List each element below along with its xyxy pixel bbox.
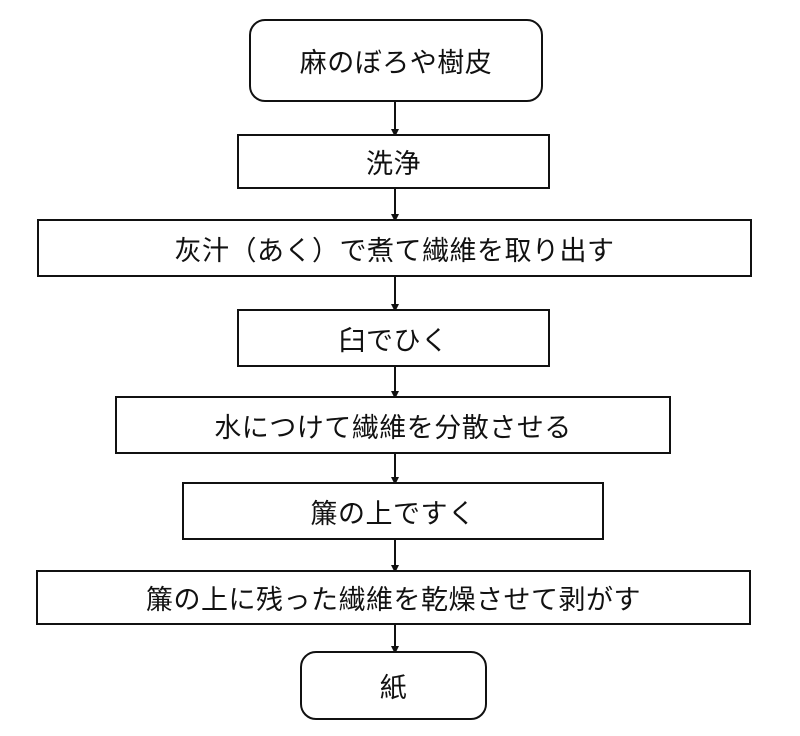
step-label: 水につけて繊維を分散させる (214, 412, 572, 444)
step-grind-in-mortar: 臼でひく (237, 309, 550, 367)
step-wash: 洗浄 (237, 134, 550, 189)
step-scoop-on-screen: 簾の上ですく (182, 482, 604, 540)
step-start-raw-material: 麻のぼろや樹皮 (249, 19, 543, 102)
step-label: 簾の上に残った繊維を乾燥させて剥がす (146, 585, 641, 616)
step-disperse-in-water: 水につけて繊維を分散させる (115, 396, 671, 454)
step-label: 洗浄 (366, 149, 421, 180)
step-label: 臼でひく (338, 325, 449, 357)
step-label: 麻のぼろや樹皮 (299, 48, 493, 79)
step-label: 簾の上ですく (310, 498, 476, 530)
step-dry-and-peel: 簾の上に残った繊維を乾燥させて剥がす (36, 570, 751, 625)
step-label: 紙 (379, 673, 408, 704)
step-end-paper: 紙 (300, 651, 487, 720)
step-boil-in-lye: 灰汁（あく）で煮て繊維を取り出す (37, 219, 752, 277)
step-label: 灰汁（あく）で煮て繊維を取り出す (174, 235, 615, 267)
